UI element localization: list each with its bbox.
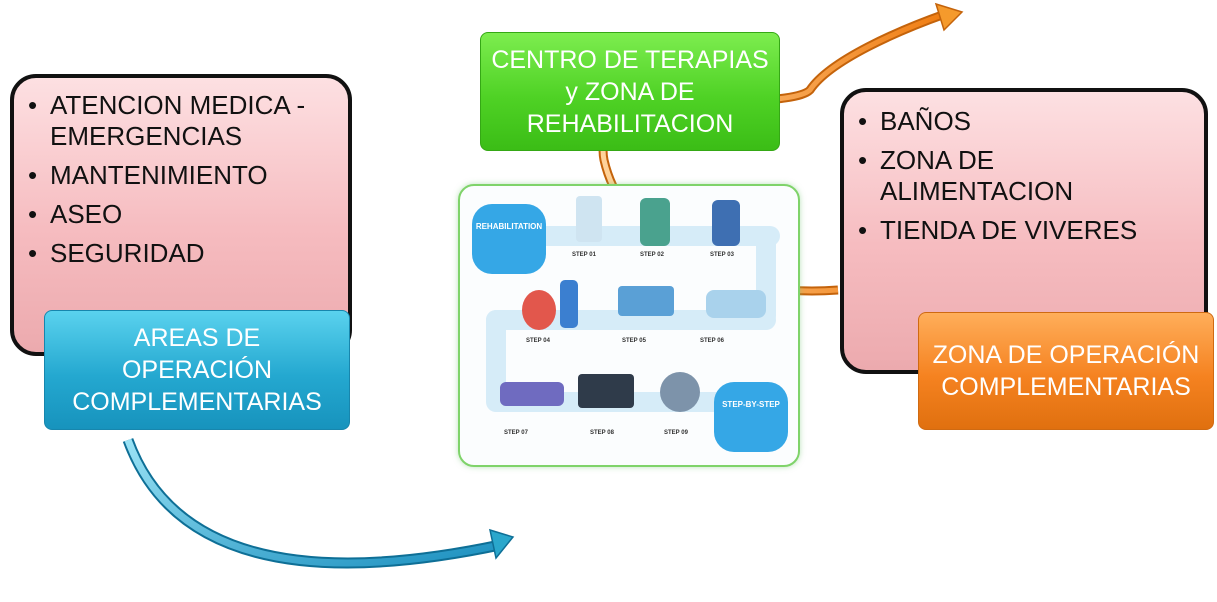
right-panel-label-text: ZONA DE OPERACIÓN COMPLEMENTARIAS — [932, 341, 1200, 401]
rehabilitation-infographic: REHABILITATION STEP-BY-STEP STEP 01 STEP… — [458, 184, 800, 467]
figure-therapist — [560, 280, 578, 328]
bullet-mantenimiento: MANTENIMIENTO — [28, 160, 348, 191]
step-label: STEP 03 — [710, 252, 734, 258]
bullet-banos: BAÑOS — [858, 106, 1188, 137]
bullet-seguridad: SEGURIDAD — [28, 238, 348, 269]
right-bullet-list: BAÑOS ZONA DE ALIMENTACION TIENDA DE VIV… — [858, 106, 1188, 254]
bullet-aseo: ASEO — [28, 199, 348, 230]
infographic-title: REHABILITATION — [475, 222, 543, 231]
figure-exercise-ball — [522, 290, 556, 330]
center-label: CENTRO DE TERAPIAS y ZONA DE REHABILITAC… — [480, 32, 780, 151]
step-label: STEP 07 — [504, 430, 528, 436]
right-panel-label: ZONA DE OPERACIÓN COMPLEMENTARIAS — [918, 312, 1214, 430]
bullet-atencion-medica: ATENCION MEDICA - EMERGENCIAS — [28, 90, 348, 152]
step-label: STEP 05 — [622, 338, 646, 344]
infographic-end-pill: STEP-BY-STEP — [714, 382, 788, 452]
figure-massage-table — [618, 286, 674, 316]
step-label: STEP 09 — [664, 430, 688, 436]
left-panel-label-text: AREAS DE OPERACIÓN COMPLEMENTARIAS — [72, 324, 322, 416]
step-label: STEP 06 — [700, 338, 724, 344]
bullet-zona-alimentacion: ZONA DE ALIMENTACION — [858, 145, 1188, 207]
step-label: STEP 04 — [526, 338, 550, 344]
step-label: STEP 02 — [640, 252, 664, 258]
figure-treadmill — [578, 374, 634, 408]
bullet-tienda-viveres: TIENDA DE VIVERES — [858, 215, 1188, 246]
center-label-text: CENTRO DE TERAPIAS y ZONA DE REHABILITAC… — [491, 45, 769, 138]
infographic-track-row-2 — [486, 310, 776, 330]
left-bullet-list: ATENCION MEDICA - EMERGENCIAS MANTENIMIE… — [28, 90, 348, 277]
figure-nurse — [640, 198, 670, 246]
infographic-end-label: STEP-BY-STEP — [722, 400, 780, 409]
figure-floor-mat — [500, 382, 564, 406]
blue-curved-arrow — [122, 438, 515, 569]
step-label: STEP 01 — [572, 252, 596, 258]
figure-walker-patient — [712, 200, 740, 246]
infographic-title-pill: REHABILITATION — [472, 204, 546, 274]
infographic-track-row-1 — [480, 226, 780, 246]
step-label: STEP 08 — [590, 430, 614, 436]
left-panel-label: AREAS DE OPERACIÓN COMPLEMENTARIAS — [44, 310, 350, 430]
figure-iv-stand — [576, 196, 602, 242]
figure-wheelchair — [660, 372, 700, 412]
figure-hydrotherapy-tub — [706, 290, 766, 318]
